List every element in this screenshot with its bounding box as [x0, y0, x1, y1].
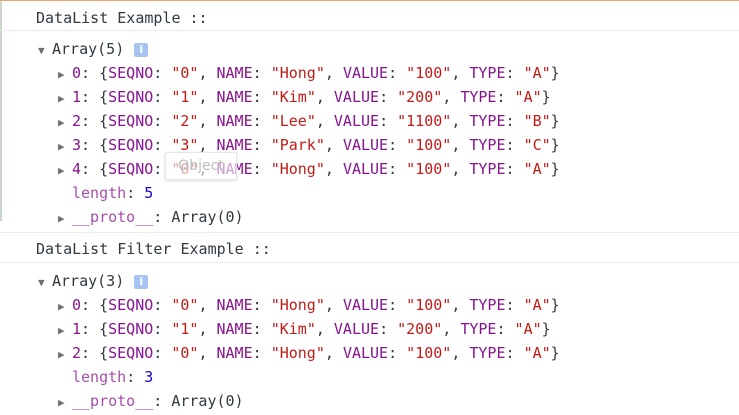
length-label: length [72, 368, 127, 386]
triangle-right-icon[interactable]: ▶ [58, 92, 65, 105]
value-value: 100 [415, 160, 443, 178]
value-value: 100 [415, 136, 443, 154]
item-index: 0 [72, 296, 82, 314]
length-label: length [72, 184, 127, 202]
length-value: 3 [144, 368, 154, 386]
log-message: DataList Example :: [36, 9, 208, 27]
type-value: A [532, 64, 542, 82]
name-value: Hong [279, 64, 316, 82]
item-index: 1 [72, 88, 82, 106]
value-value: 200 [406, 88, 434, 106]
array-item[interactable]: ▶0: {SEQNO: "0", NAME: "Hong", VALUE: "1… [0, 293, 739, 317]
seqno-value: 1 [180, 88, 190, 106]
array-toggle[interactable]: ▼ Array(5) i [0, 37, 739, 61]
array-item[interactable]: ▶0: {SEQNO: "0", NAME: "Hong", VALUE: "1… [0, 61, 739, 85]
item-index: 4 [72, 160, 82, 178]
type-value: B [532, 112, 542, 130]
length-value: 5 [144, 184, 154, 202]
triangle-right-icon[interactable]: ▶ [58, 396, 65, 409]
row-divider [0, 30, 739, 31]
array-item[interactable]: ▶4: {SEQNO: "0", NAME: "Hong", VALUE: "1… [0, 157, 739, 181]
array-item[interactable]: ▶3: {SEQNO: "3", NAME: "Park", VALUE: "1… [0, 133, 739, 157]
length-property: length: 5 [72, 184, 154, 202]
value-value: 100 [415, 64, 443, 82]
type-value: A [532, 160, 542, 178]
value-value: 1100 [406, 112, 443, 130]
array-label: Array(5) [52, 40, 125, 58]
name-value: Hong [279, 296, 316, 314]
gutter-marker [0, 1, 2, 221]
item-index: 1 [72, 320, 82, 338]
seqno-value: 0 [180, 64, 190, 82]
array-item[interactable]: ▶2: {SEQNO: "2", NAME: "Lee", VALUE: "11… [0, 109, 739, 133]
type-value: C [532, 136, 542, 154]
hover-tooltip: Object [165, 152, 237, 180]
item-index: 3 [72, 136, 82, 154]
proto-value: Array(0) [171, 208, 244, 226]
array-toggle[interactable]: ▼ Array(3) i [0, 269, 739, 293]
seqno-value: 2 [180, 112, 190, 130]
item-index: 2 [72, 344, 82, 362]
triangle-down-icon[interactable]: ▼ [38, 276, 45, 289]
triangle-right-icon[interactable]: ▶ [58, 140, 65, 153]
triangle-right-icon[interactable]: ▶ [58, 164, 65, 177]
triangle-right-icon[interactable]: ▶ [58, 68, 65, 81]
proto-toggle[interactable]: ▶__proto__: Array(0) [0, 389, 739, 413]
seqno-value: 1 [180, 320, 190, 338]
item-index: 0 [72, 64, 82, 82]
proto-toggle[interactable]: ▶__proto__: Array(0) [0, 205, 739, 229]
name-value: Lee [279, 112, 307, 130]
row-divider [0, 262, 739, 263]
name-value: Kim [279, 320, 307, 338]
info-icon[interactable]: i [134, 42, 149, 57]
triangle-right-icon[interactable]: ▶ [58, 116, 65, 129]
seqno-value: 0 [180, 344, 190, 362]
log-message: DataList Filter Example :: [36, 240, 271, 258]
proto-label: __proto__ [72, 392, 154, 410]
length-property: length: 3 [72, 368, 154, 386]
array-item[interactable]: ▶2: {SEQNO: "0", NAME: "Hong", VALUE: "1… [0, 341, 739, 365]
name-value: Hong [279, 160, 316, 178]
value-value: 100 [415, 296, 443, 314]
type-value: A [523, 88, 533, 106]
name-value: Hong [279, 344, 316, 362]
triangle-right-icon[interactable]: ▶ [58, 324, 65, 337]
row-divider [0, 232, 739, 233]
name-value: Park [279, 136, 316, 154]
triangle-right-icon[interactable]: ▶ [58, 300, 65, 313]
array-item[interactable]: ▶1: {SEQNO: "1", NAME: "Kim", VALUE: "20… [0, 317, 739, 341]
array-label: Array(3) [52, 272, 125, 290]
info-icon[interactable]: i [134, 274, 149, 289]
type-value: A [523, 320, 533, 338]
type-value: A [532, 344, 542, 362]
array-item[interactable]: ▶1: {SEQNO: "1", NAME: "Kim", VALUE: "20… [0, 85, 739, 109]
seqno-value: 3 [180, 136, 190, 154]
value-value: 100 [415, 344, 443, 362]
triangle-right-icon[interactable]: ▶ [58, 212, 65, 225]
triangle-down-icon[interactable]: ▼ [38, 44, 45, 57]
top-divider [0, 0, 739, 1]
seqno-value: 0 [180, 296, 190, 314]
item-index: 2 [72, 112, 82, 130]
type-value: A [532, 296, 542, 314]
triangle-right-icon[interactable]: ▶ [58, 348, 65, 361]
proto-label: __proto__ [72, 208, 154, 226]
value-value: 200 [406, 320, 434, 338]
name-value: Kim [279, 88, 307, 106]
proto-value: Array(0) [171, 392, 244, 410]
